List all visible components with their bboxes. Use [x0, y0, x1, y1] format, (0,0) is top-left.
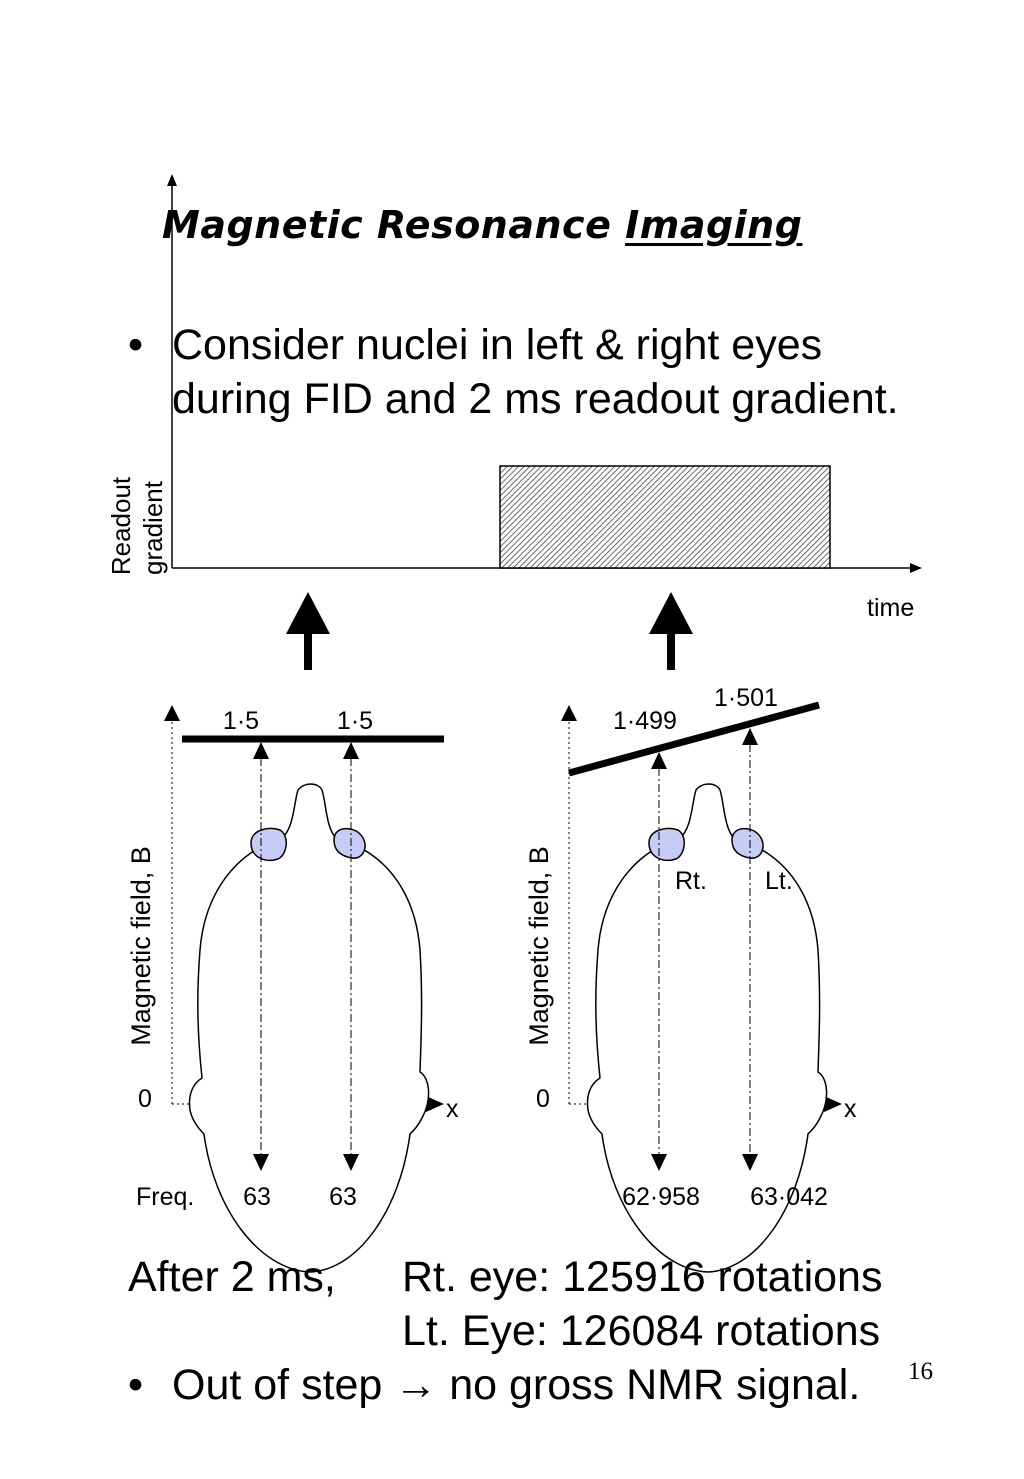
result-rt-eye: Rt. eye: 125916 rotations: [402, 1253, 883, 1301]
lt-eye-label: Lt.: [765, 867, 793, 895]
slide-title: Magnetic Resonance Imaging: [162, 203, 802, 247]
bullet-dot: •: [128, 321, 144, 369]
timing-diagram: Readout gradient time: [106, 174, 922, 622]
timing-x-arrowhead: [910, 563, 922, 573]
result-lt-eye: Lt. Eye: 126084 rotations: [402, 1307, 881, 1355]
right-up-arrowhead-1: [651, 752, 667, 769]
timing-y-arrowhead: [167, 174, 177, 186]
left-freq-value-2: 63: [329, 1183, 357, 1211]
bullet-out-of-step-text: Out of step → no gross NMR signal.: [172, 1361, 861, 1409]
right-eye-right: [648, 827, 685, 862]
right-zero-label: 0: [536, 1085, 550, 1113]
left-ylabel: Magnetic field, B: [126, 846, 156, 1046]
readout-gradient-pulse: [499, 465, 831, 569]
title-main: Magnetic Resonance: [162, 203, 626, 247]
left-down-arrowhead-1: [253, 1154, 269, 1171]
readout-arrow: [649, 592, 693, 670]
right-ylabel: Magnetic field, B: [524, 846, 554, 1046]
right-freq-value-2: 63·042: [750, 1183, 828, 1211]
right-down-arrowhead-2: [742, 1154, 758, 1171]
right-xlabel: x: [844, 1095, 857, 1123]
bullet-line-2: during FID and 2 ms readout gradient.: [172, 375, 899, 423]
right-down-arrowhead-1: [651, 1154, 667, 1171]
page-number: 16: [908, 1358, 933, 1385]
bullet-line-1: Consider nuclei in left & right eyes: [172, 321, 823, 369]
result-prefix: After 2 ms,: [128, 1253, 336, 1301]
bullet-out-of-step: • Out of step → no gross NMR signal.: [128, 1358, 861, 1412]
fid-arrow: [286, 592, 330, 670]
bullet-dot: •: [128, 1361, 144, 1409]
timing-ylabel-line2: gradient: [138, 480, 168, 575]
timing-ylabel-line1: Readout: [106, 476, 136, 575]
right-field-value-left: 1·499: [613, 707, 677, 735]
right-panel: Magnetic field, B 0 x 1·499 1·501 Rt. Lt…: [524, 684, 857, 1273]
rt-eye-label: Rt.: [675, 867, 707, 895]
title-underlined: Imaging: [625, 203, 803, 247]
freq-label: Freq.: [136, 1183, 194, 1211]
right-field-value-right: 1·501: [714, 684, 778, 712]
left-zero-label: 0: [138, 1085, 152, 1113]
left-up-arrowhead-2: [343, 742, 359, 759]
left-freq-value-1: 63: [243, 1183, 271, 1211]
left-panel: Magnetic field, B 0 x 1·5 1·5 Freq. 63 6…: [126, 705, 459, 1273]
right-y-arrowhead: [561, 705, 577, 721]
left-eye-left: [333, 827, 366, 859]
left-x-arrowhead: [426, 1096, 444, 1112]
left-field-value-right: 1·5: [337, 707, 373, 735]
right-x-arrowhead: [824, 1096, 842, 1112]
right-eye-left: [731, 827, 764, 859]
left-eye-right: [250, 827, 287, 862]
timing-xlabel: time: [867, 594, 914, 622]
left-y-arrowhead: [164, 705, 180, 721]
left-up-arrowhead-1: [253, 742, 269, 759]
right-up-arrowhead-2: [742, 728, 758, 745]
right-field-line: [568, 701, 820, 777]
left-head-outline: [188, 783, 430, 1273]
left-xlabel: x: [446, 1095, 459, 1123]
left-field-value-left: 1·5: [223, 707, 259, 735]
left-down-arrowhead-2: [343, 1154, 359, 1171]
right-freq-value-1: 62·958: [622, 1183, 700, 1211]
bullet-consider: • Consider nuclei in left & right eyes d…: [128, 318, 899, 426]
